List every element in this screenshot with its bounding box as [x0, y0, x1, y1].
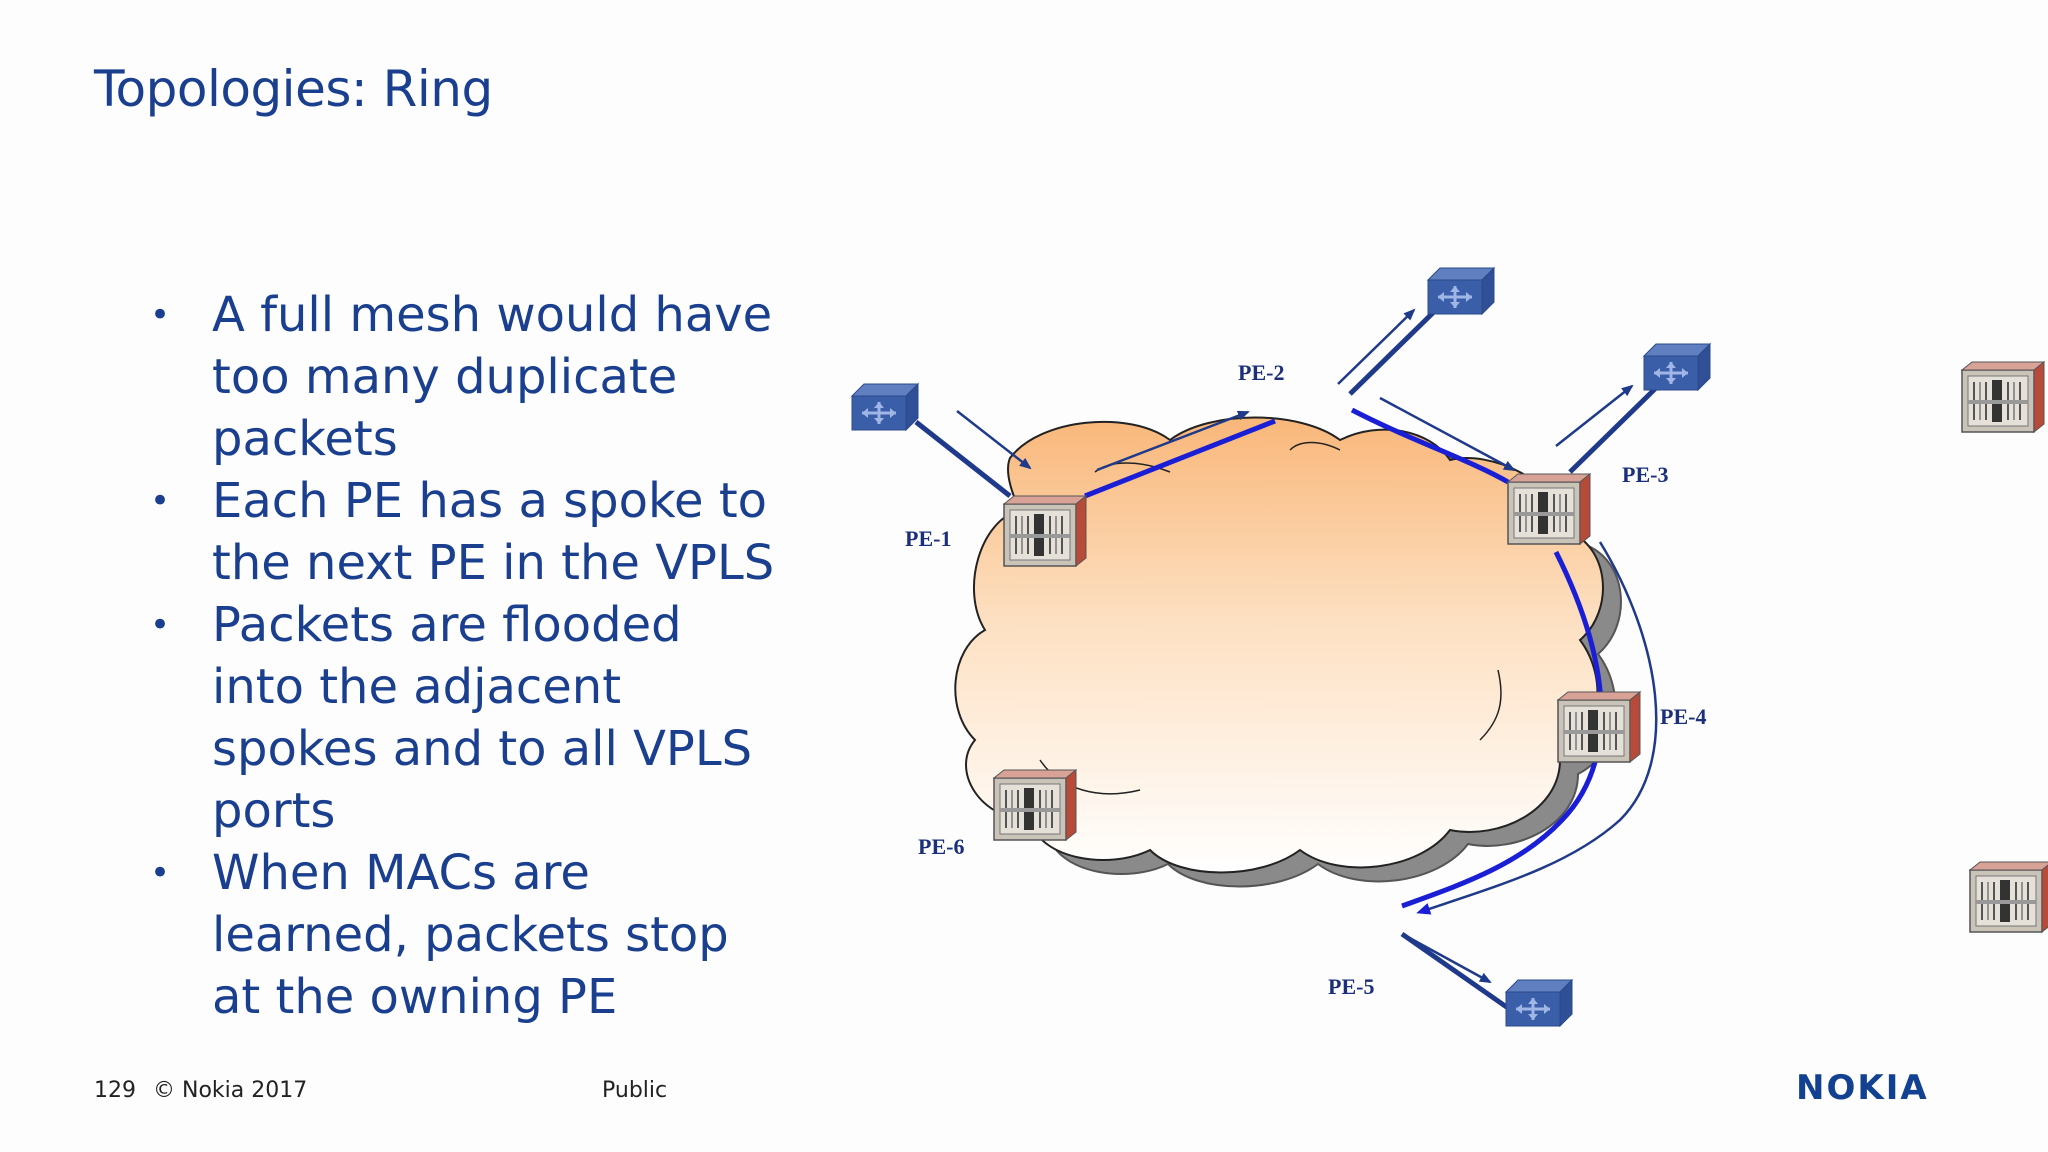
ce-switch-pe2 [1426, 266, 1496, 316]
router-pe6 [993, 769, 1077, 841]
bullet-item: • A full mesh would have too many duplica… [140, 284, 780, 470]
bullet-item: • When MACs are learned, packets stop at … [140, 842, 780, 1028]
router-offslide-top [1961, 361, 2045, 433]
ce-switch-pe1 [850, 382, 920, 432]
router-pe3 [1507, 473, 1591, 545]
slide-title: Topologies: Ring [94, 60, 493, 118]
ce-switch-pe5 [1504, 978, 1574, 1028]
bullet-item: • Each PE has a spoke to the next PE in t… [140, 470, 780, 594]
copyright: © Nokia 2017 [153, 1078, 308, 1103]
pe4-label: PE-4 [1660, 704, 1706, 729]
pe2-label: PE-2 [1238, 360, 1284, 385]
pe6-label: PE-6 [918, 834, 964, 859]
bullet-icon: • [150, 853, 171, 893]
footer-left: 129 © Nokia 2017 [94, 1078, 317, 1103]
pe1-label: PE-1 [905, 526, 951, 551]
ring-path [1084, 407, 1604, 909]
access-links [914, 302, 1662, 1011]
classification-label: Public [602, 1078, 668, 1103]
network-cloud [954, 416, 1604, 874]
router-pe1 [1003, 495, 1087, 567]
bullet-text: When MACs are learned, packets stop at t… [212, 845, 729, 1025]
page-number: 129 [94, 1078, 136, 1103]
bullet-text: Packets are flooded into the adjacent sp… [212, 597, 753, 839]
router-pe4 [1557, 691, 1641, 763]
bullet-text: Each PE has a spoke to the next PE in th… [212, 473, 775, 591]
bullet-icon: • [150, 481, 171, 521]
pe3-label: PE-3 [1622, 462, 1668, 487]
bullet-list: • A full mesh would have too many duplica… [140, 284, 780, 1028]
bullet-text: A full mesh would have too many duplicat… [212, 287, 773, 467]
nokia-logo: NOKIA [1796, 1068, 1929, 1108]
bullet-icon: • [150, 605, 171, 645]
bullet-icon: • [150, 295, 171, 335]
router-offslide-bottom [1969, 861, 2048, 933]
pe5-label: PE-5 [1328, 974, 1374, 999]
ce-switch-pe3 [1642, 342, 1712, 392]
bullet-item: • Packets are flooded into the adjacent s… [140, 594, 780, 842]
